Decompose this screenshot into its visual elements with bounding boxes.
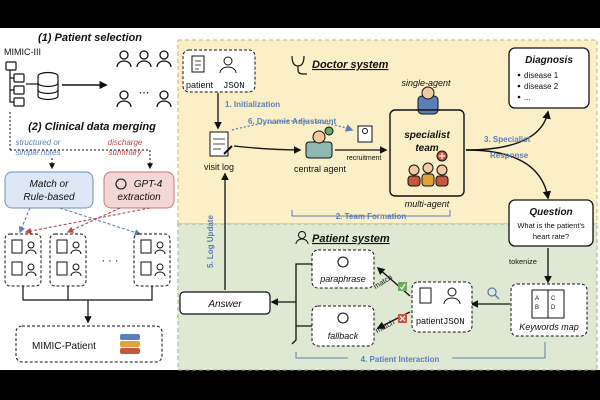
- openai-icon: [337, 256, 349, 268]
- central-agent-label: central agent: [294, 164, 347, 174]
- single-agent-label: single-agent: [401, 78, 451, 88]
- patient-system-title: Patient system: [312, 233, 390, 245]
- question-title: Question: [529, 207, 572, 218]
- question-text-line2: heart rate?: [533, 232, 569, 241]
- fallback-label: fallback: [328, 331, 359, 341]
- initialization-label: 1. Initialization: [225, 100, 280, 109]
- file-tree-icon: [5, 61, 25, 107]
- specialist-response-line2: Response: [490, 151, 529, 160]
- diagnosis-item: ...: [524, 93, 531, 102]
- visit-log-label: visit log: [204, 162, 234, 172]
- question-box: [508, 199, 594, 247]
- gpt-box-line2: extraction: [117, 192, 161, 203]
- specialist-team-box: [389, 109, 465, 197]
- multi-doctor-icon: [407, 162, 449, 187]
- cards-ellipsis: · · ·: [101, 255, 118, 267]
- openai-icon: [115, 178, 127, 190]
- person-icon: [223, 56, 233, 66]
- patients-ellipsis: ⋯: [139, 87, 150, 99]
- visit-log-icon: [209, 131, 233, 157]
- dynamic-adjustment-label: 6. Dynamic Adjustment: [248, 117, 337, 126]
- fallback-box: [311, 305, 375, 347]
- document-icon: [419, 287, 432, 304]
- mimic-patient-label: MIMIC-Patient: [32, 341, 96, 352]
- match-rule-box: [4, 171, 94, 209]
- document-icon: [191, 55, 205, 73]
- json-label-doctor: JSON: [223, 81, 245, 91]
- gpt-box-line1: GPT-4: [134, 179, 163, 190]
- answer-label: Answer: [207, 299, 242, 310]
- database-icon: [37, 71, 59, 101]
- discharge-note-1: discharge: [108, 138, 143, 147]
- step1-title: (1) Patient selection: [38, 32, 142, 44]
- central-agent-icon: [305, 126, 334, 159]
- svg-text:D: D: [551, 305, 556, 311]
- match-box-line1: Match or: [30, 179, 70, 190]
- person-icon: [447, 287, 457, 297]
- stethoscope-icon: [291, 55, 307, 75]
- diagnosis-box: [508, 47, 590, 109]
- multi-agent-label: multi-agent: [405, 199, 450, 209]
- stacked-database-icon: [120, 334, 140, 354]
- mimic-iii-label: MIMIC-III: [4, 47, 41, 57]
- gpt4-extraction-box: [103, 171, 175, 209]
- patient-record-card: [4, 233, 42, 287]
- tokenize-label: tokenize: [509, 257, 537, 266]
- specialist-team-line2: team: [415, 143, 438, 154]
- svg-text:C: C: [551, 296, 556, 302]
- search-icon: [487, 287, 500, 300]
- diagnosis-title: Diagnosis: [525, 55, 573, 66]
- paraphrase-label: paraphrase: [319, 274, 366, 284]
- keywords-map-label: Keywords map: [519, 322, 579, 332]
- step2-title: (2) Clinical data merging: [28, 121, 156, 133]
- openai-icon: [337, 312, 349, 324]
- question-text-line1: What is the patient's: [517, 221, 585, 230]
- doctor-system-title: Doctor system: [312, 59, 389, 71]
- svg-text:A: A: [535, 296, 539, 302]
- diagnosis-item: disease 1: [524, 71, 559, 80]
- json-label-patient: JSON: [443, 317, 465, 327]
- specialist-response-line1: 3. Specialist: [484, 135, 531, 144]
- patient-record-card: [133, 233, 171, 287]
- patient-label-patient: patient: [416, 316, 444, 326]
- patient-label-doctor: patient: [186, 80, 214, 90]
- svg-text:B: B: [535, 305, 539, 311]
- structured-note-1: structured or: [16, 138, 61, 147]
- answer-box: [179, 291, 271, 315]
- specialist-team-line1: specialist: [404, 130, 450, 141]
- recruitment-label: recruitment: [346, 155, 381, 162]
- patient-record-card: [49, 233, 87, 287]
- patients-group-icon: [116, 50, 172, 108]
- diagnosis-item: disease 2: [524, 82, 559, 91]
- match-box-line2: Rule-based: [23, 192, 75, 203]
- log-update-label: 5. Log Update: [206, 215, 215, 268]
- keywords-book-icon: A C B D: [531, 289, 565, 319]
- team-formation-label: 2. Team Formation: [336, 212, 407, 221]
- structured-note-2: simple notes: [16, 148, 61, 157]
- paraphrase-box: [311, 249, 375, 289]
- checkmark-icon: [398, 282, 407, 291]
- recruitment-icon: [357, 125, 373, 143]
- discharge-note-2: summary: [109, 148, 143, 157]
- patient-interaction-label: 4. Patient Interaction: [361, 355, 440, 364]
